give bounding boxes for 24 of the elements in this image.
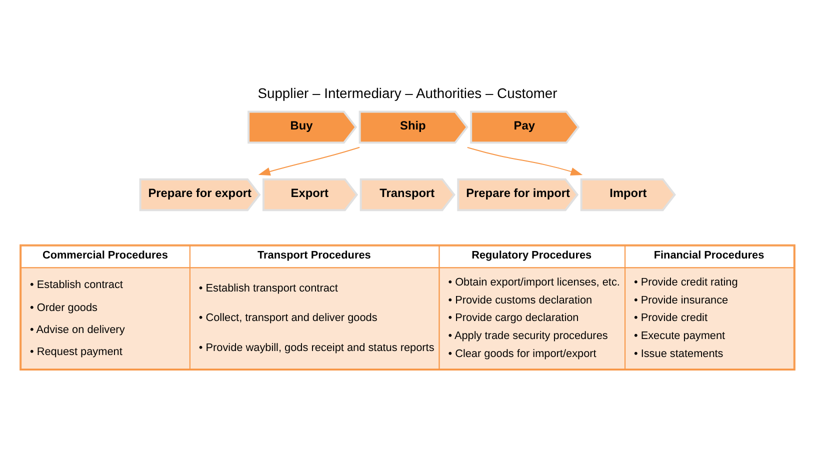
label: • Provide credit <box>634 312 708 324</box>
label: • Apply trade security procedures <box>448 330 608 342</box>
label: Commercial Procedures <box>42 250 168 262</box>
label: Regulatory Procedures <box>472 250 592 262</box>
label: • Advise on delivery <box>30 324 125 336</box>
label: • Provide cargo declaration <box>448 312 579 324</box>
label: Financial Procedures <box>654 250 764 262</box>
label: • Collect, transport and deliver goods <box>198 312 378 324</box>
arrow <box>258 146 360 176</box>
label: Transport Procedures <box>258 250 371 262</box>
label: • Execute payment <box>634 330 726 342</box>
diagram-title: Supplier – Intermediary – Authorities – Customer <box>258 85 558 102</box>
label: • Order goods <box>30 302 98 314</box>
label: • Obtain export/import licenses, etc. <box>448 276 620 288</box>
label: • Request payment <box>30 346 122 358</box>
label: • Issue statements <box>634 348 724 360</box>
label: • Establish contract <box>30 278 123 291</box>
arrow <box>466 146 583 176</box>
label: • Provide waybill, gods receipt and status reports <box>198 342 434 354</box>
label: • Clear goods for import/export <box>448 348 596 360</box>
label: • Establish transport contract <box>198 282 338 294</box>
label: • Provide credit rating <box>634 276 738 288</box>
label: • Provide insurance <box>634 294 728 306</box>
label: • Provide customs declaration <box>448 294 592 306</box>
